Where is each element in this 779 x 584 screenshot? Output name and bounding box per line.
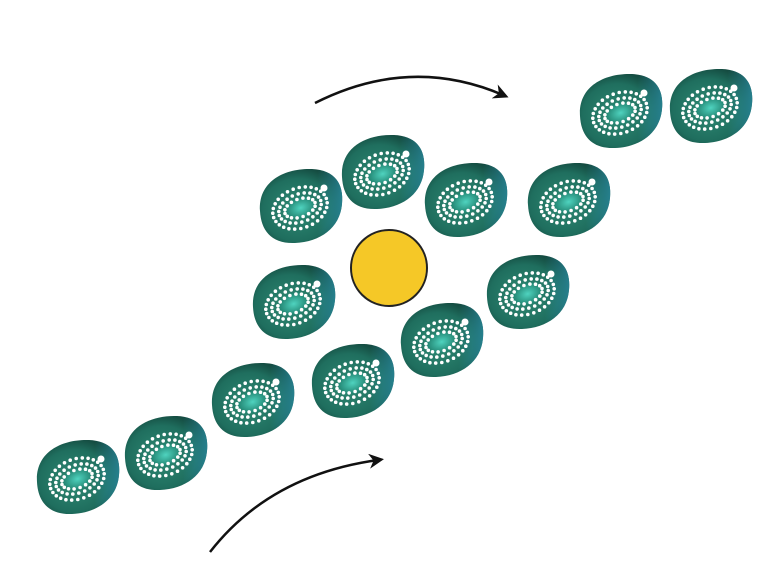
granule-ring (353, 150, 411, 197)
cell (124, 415, 208, 491)
granule-ring (323, 359, 381, 406)
granule-ring (498, 270, 556, 317)
center-yellow-circle (350, 229, 428, 307)
cell (211, 362, 295, 438)
bottom-curved-arrow (209, 453, 384, 553)
top-curved-arrow (314, 75, 509, 105)
granule-ring (412, 318, 470, 365)
cell (400, 302, 484, 378)
cell (424, 162, 508, 238)
granule-ring (264, 280, 322, 327)
cell (527, 162, 611, 238)
cell (669, 68, 753, 144)
granule-ring (223, 378, 281, 425)
cell-group (36, 68, 753, 515)
granule-ring (681, 84, 739, 131)
granule-ring (271, 184, 329, 231)
cell (341, 134, 425, 210)
cell (486, 254, 570, 330)
cell (36, 439, 120, 515)
granule-ring (539, 178, 597, 225)
granule-ring (591, 89, 649, 136)
granule-ring (136, 431, 194, 478)
cell (311, 343, 395, 419)
cell (579, 73, 663, 149)
cell (252, 264, 336, 340)
cell (259, 168, 343, 244)
granule-ring (436, 178, 494, 225)
granule-ring (48, 455, 106, 502)
